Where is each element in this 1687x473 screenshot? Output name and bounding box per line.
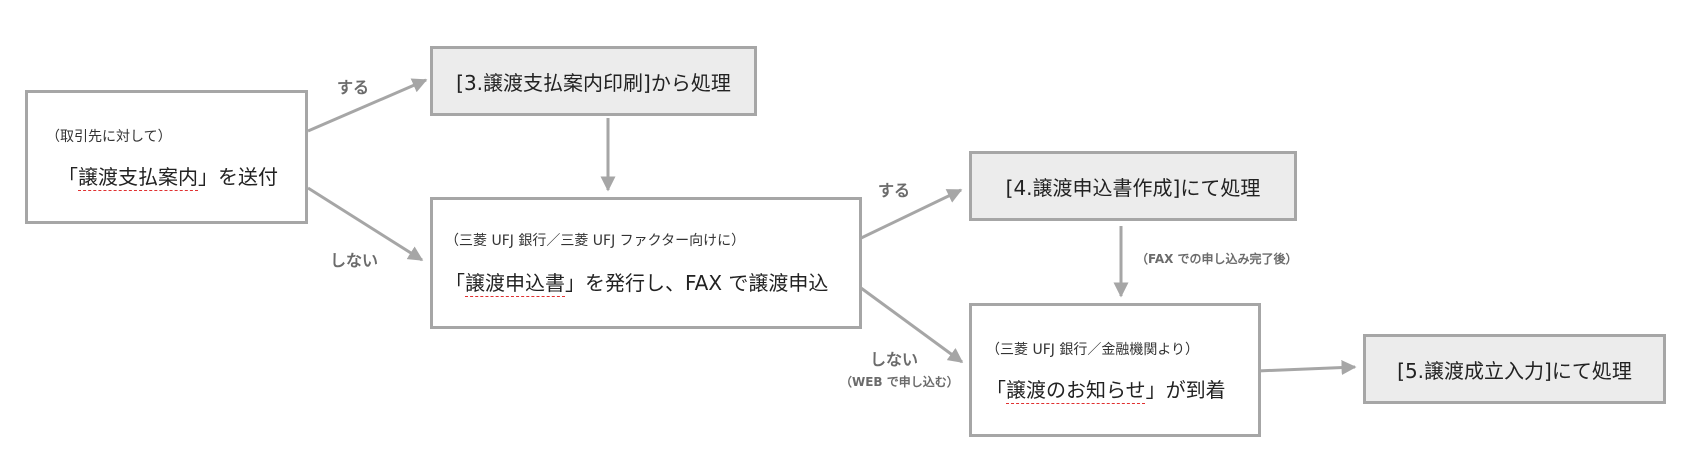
- arrow-issue-to-notice: [860, 286, 964, 364]
- edge-label-yes: する: [337, 78, 370, 97]
- box-establish-input: [5.譲渡成立入力]にて処理: [1363, 334, 1666, 404]
- box-main-text: 「譲渡申込書」を発行し、FAX で譲渡申込: [445, 271, 829, 295]
- edge-label-yes: する: [878, 181, 911, 200]
- box-send-guide: （取引先に対して） 「譲渡支払案内」を送付: [25, 90, 308, 224]
- box-note: （取引先に対して）: [46, 129, 172, 145]
- box-title: [4.譲渡申込書作成]にて処理: [1005, 175, 1261, 200]
- box-title: [3.譲渡支払案内印刷]から処理: [456, 70, 731, 95]
- box-main-text: 「譲渡支払案内」を送付: [58, 165, 278, 189]
- box-notice-arrival: （三菱 UFJ 銀行／金融機関より） 「譲渡のお知らせ」が到着: [969, 303, 1261, 437]
- arrow-send-to-issue: [307, 186, 424, 262]
- edge-label-after-fax: （FAX での申し込み完了後）: [1136, 252, 1298, 266]
- box-note: （三菱 UFJ 銀行／三菱 UFJ ファクター向けに）: [445, 233, 746, 249]
- box-title: [5.譲渡成立入力]にて処理: [1397, 358, 1632, 383]
- edge-label-web-note: （WEB で申し込む）: [840, 375, 959, 389]
- arrow-notice-to-establish: [1256, 360, 1357, 376]
- box-note: （三菱 UFJ 銀行／金融機関より）: [986, 342, 1200, 358]
- box-print-guide: [3.譲渡支払案内印刷]から処理: [430, 46, 757, 116]
- arrow-send-to-print: [307, 78, 428, 133]
- underlined-term: 譲渡のお知らせ: [1006, 378, 1146, 402]
- underlined-term: 譲渡申込書: [465, 271, 565, 295]
- box-main-text: 「譲渡のお知らせ」が到着: [986, 378, 1226, 402]
- edge-label-no: しない: [330, 251, 379, 270]
- edge-label-no: しない: [870, 350, 919, 369]
- underlined-term: 譲渡支払案内: [78, 165, 198, 189]
- box-create-application: [4.譲渡申込書作成]にて処理: [969, 151, 1297, 221]
- box-issue-application: （三菱 UFJ 銀行／三菱 UFJ ファクター向けに） 「譲渡申込書」を発行し、…: [430, 197, 862, 329]
- arrow-issue-to-create: [856, 188, 963, 242]
